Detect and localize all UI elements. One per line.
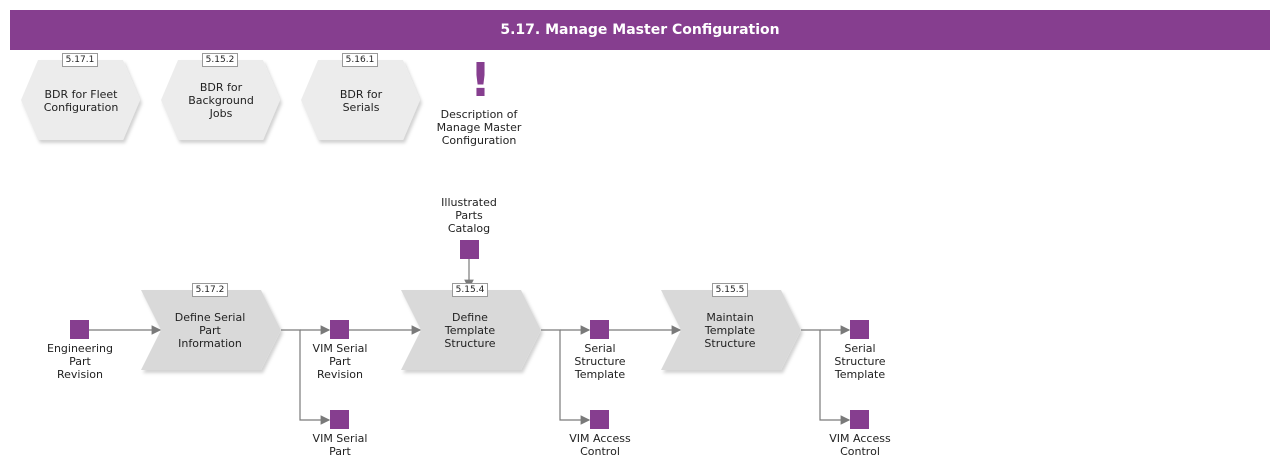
data-object-square[interactable] (330, 410, 349, 429)
diagram-title-bar: 5.17. Manage Master Configuration (10, 10, 1270, 50)
data-object-square[interactable] (590, 410, 609, 429)
process-id-badge: 5.15.4 (452, 283, 488, 297)
exclamation-icon[interactable]: ! (470, 53, 491, 107)
data-object-square[interactable] (460, 240, 479, 259)
process-chevron-maintain-template[interactable] (661, 290, 801, 370)
reference-hexagon-5-16-1[interactable] (301, 60, 420, 140)
data-object-square[interactable] (590, 320, 609, 339)
data-object-square[interactable] (70, 320, 89, 339)
reference-id-badge: 5.16.1 (342, 53, 378, 67)
reference-id-badge: 5.17.1 (62, 53, 98, 67)
process-id-badge: 5.17.2 (192, 283, 228, 297)
reference-hexagon-5-17-1[interactable] (21, 60, 140, 140)
diagram-title: 5.17. Manage Master Configuration (500, 22, 780, 38)
data-object-square[interactable] (330, 320, 349, 339)
connector (541, 329, 591, 425)
process-chevron-define-serial-part[interactable] (141, 290, 281, 370)
reference-hexagon-5-15-2[interactable] (161, 60, 280, 140)
reference-id-badge: 5.15.2 (202, 53, 238, 67)
data-object-square[interactable] (850, 410, 869, 429)
data-object-square[interactable] (850, 320, 869, 339)
connector (801, 329, 851, 425)
process-chevron-define-template[interactable] (401, 290, 541, 370)
process-id-badge: 5.15.5 (712, 283, 748, 297)
connector (281, 329, 331, 425)
